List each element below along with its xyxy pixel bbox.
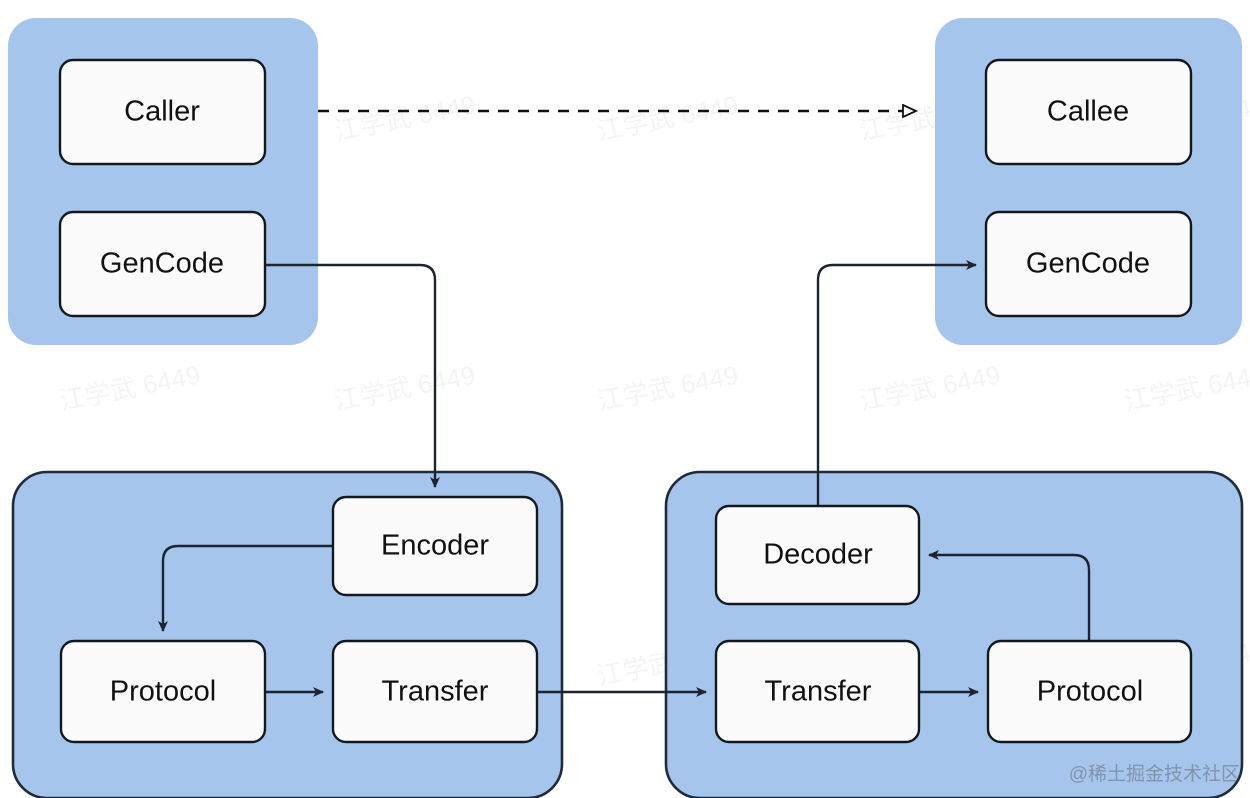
watermark-tile: 江学武 6449 [57,360,203,417]
node-label: Transfer [382,676,489,708]
node-encoder[interactable]: Encoder [331,495,539,597]
node-label: Decoder [763,539,873,571]
node-gencode-callee[interactable]: GenCode [984,210,1193,318]
node-label: Caller [124,96,200,128]
watermark-tile: 江学武 6449 [332,360,478,417]
node-gencode-caller[interactable]: GenCode [58,210,267,318]
node-protocol-encoder-side[interactable]: Protocol [59,639,267,744]
node-label: GenCode [100,248,224,280]
watermark-tile: 江学武 6449 [595,90,741,147]
edge-protocol-to-decoder [928,550,1091,641]
node-label: Callee [1047,96,1129,128]
node-protocol-decoder-side[interactable]: Protocol [986,639,1193,744]
edge-encoder-to-protocol [158,544,333,632]
edge-decoder-to-gencode [816,260,977,506]
edge-gencode-to-encoder [265,263,440,488]
watermark-tile: 江学武 6449 [857,360,1003,417]
node-label: Encoder [381,530,489,562]
node-callee[interactable]: Callee [984,58,1193,166]
node-label: Protocol [1037,676,1143,708]
node-label: GenCode [1026,248,1150,280]
node-transfer-encoder-side[interactable]: Transfer [331,639,539,744]
edge-layer [158,111,1091,697]
node-decoder[interactable]: Decoder [714,504,921,606]
watermark-corner: @稀土掘金技术社区 [1069,763,1240,785]
node-transfer-decoder-side[interactable]: Transfer [714,639,921,744]
watermark-tile: 江学武 6449 [595,360,741,417]
node-label: Transfer [765,676,872,708]
node-caller[interactable]: Caller [58,58,267,166]
node-label: Protocol [110,676,216,708]
watermark-tile: 江学武 6449 [1122,360,1250,417]
watermark-tile: 江学武 6449 [332,90,478,147]
